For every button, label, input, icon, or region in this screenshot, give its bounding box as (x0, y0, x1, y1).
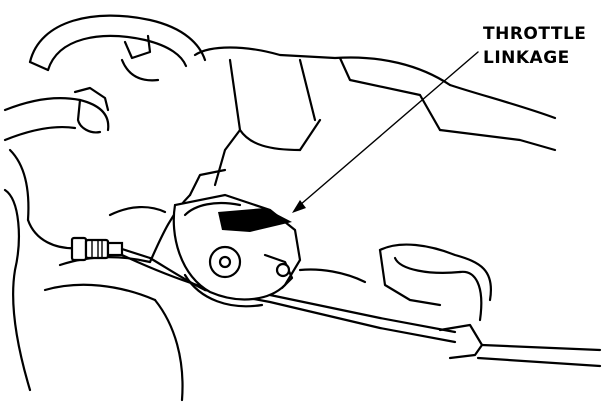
right-hose (298, 243, 602, 368)
upper-hose (28, 14, 207, 82)
throttle-linkage (172, 193, 302, 308)
engine-body (3, 168, 227, 402)
intake-housing (193, 46, 557, 187)
callout-label-line1: THROTTLE (483, 24, 587, 44)
callout-label-line2: LINKAGE (483, 48, 570, 68)
callout-leader (292, 51, 479, 213)
sensor-connector (70, 236, 152, 262)
left-pipe (3, 86, 110, 250)
